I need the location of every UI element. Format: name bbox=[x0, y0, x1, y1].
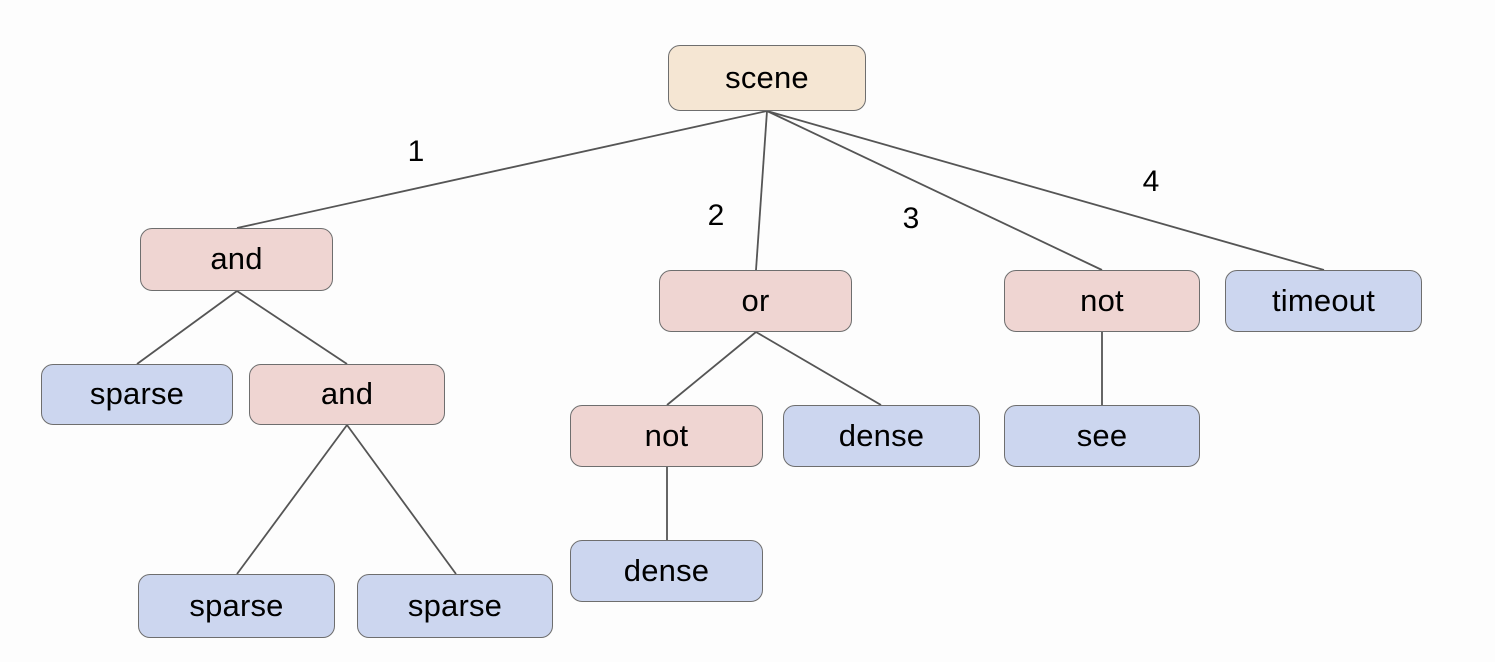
tree-edge bbox=[755, 331, 882, 406]
tree-node-timeout[interactable]: timeout bbox=[1225, 270, 1422, 332]
tree-edge bbox=[666, 331, 757, 406]
tree-edge bbox=[236, 110, 768, 229]
tree-node-sparse1[interactable]: sparse bbox=[41, 364, 233, 425]
tree-node-and1[interactable]: and bbox=[140, 228, 333, 291]
tree-node-not1[interactable]: not bbox=[1004, 270, 1200, 332]
tree-edge bbox=[766, 110, 1103, 271]
tree-node-dense2[interactable]: dense bbox=[570, 540, 763, 602]
tree-edge bbox=[236, 424, 348, 575]
tree-node-label: sparse bbox=[89, 376, 185, 411]
tree-edge bbox=[346, 424, 457, 575]
tree-node-label: sparse bbox=[407, 587, 503, 623]
tree-node-label: see bbox=[1076, 417, 1128, 453]
tree-node-label: or bbox=[741, 282, 770, 318]
edge-label-3: 3 bbox=[902, 202, 920, 235]
tree-node-label: not bbox=[1080, 282, 1124, 318]
tree-edge bbox=[755, 110, 768, 271]
tree-node-dense1[interactable]: dense bbox=[783, 405, 980, 467]
tree-edge bbox=[766, 110, 1325, 271]
tree-node-not2[interactable]: not bbox=[570, 405, 763, 467]
tree-node-sparse2[interactable]: sparse bbox=[138, 574, 335, 638]
edge-label-2: 2 bbox=[707, 199, 725, 232]
tree-node-or1[interactable]: or bbox=[659, 270, 852, 332]
edge-label-1: 1 bbox=[407, 135, 425, 168]
tree-node-label: timeout bbox=[1271, 282, 1376, 318]
edge-label-4: 4 bbox=[1142, 165, 1160, 198]
tree-node-and2[interactable]: and bbox=[249, 364, 445, 425]
tree-node-see[interactable]: see bbox=[1004, 405, 1200, 467]
tree-node-label: and bbox=[320, 376, 374, 411]
tree-node-label: scene bbox=[725, 59, 809, 95]
tree-node-sparse3[interactable]: sparse bbox=[357, 574, 553, 638]
tree-node-label: not bbox=[644, 417, 689, 453]
tree-node-label: dense bbox=[838, 417, 925, 453]
tree-node-label: dense bbox=[623, 552, 710, 588]
tree-node-label: sparse bbox=[189, 587, 284, 623]
tree-edge bbox=[236, 290, 348, 365]
tree-edge bbox=[136, 290, 238, 365]
tree-node-scene[interactable]: scene bbox=[668, 45, 866, 111]
tree-node-label: and bbox=[210, 241, 263, 276]
